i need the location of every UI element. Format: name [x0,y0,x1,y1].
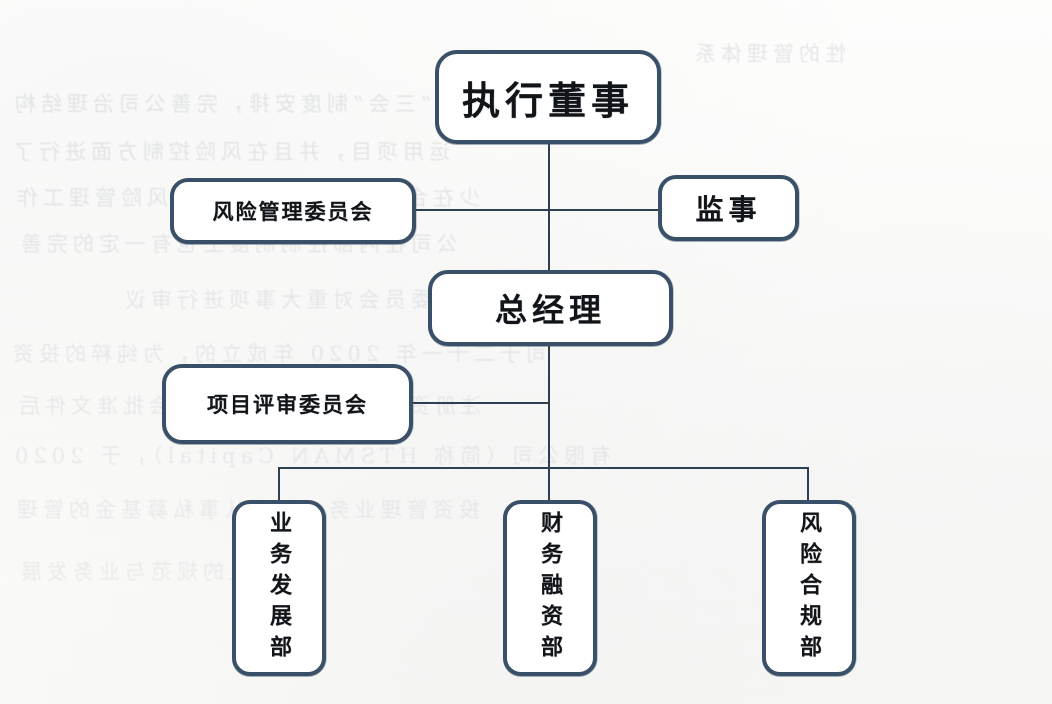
node-supervisor[interactable]: 监事 [658,175,799,241]
node-risk-and-compliance-department[interactable]: 风险合规部 [762,500,856,676]
connector-drop-risk-dept [807,467,809,501]
connector-department-branch-bar [278,467,809,469]
node-label-business-development-department: 业务发展部 [266,510,292,666]
connector-risk-committee-to-spine [416,209,549,211]
connector-exec-director-to-general-manager [548,144,550,271]
node-risk-management-committee[interactable]: 风险管理委员会 [170,178,416,244]
node-label-executive-director: 执行董事 [461,77,634,123]
node-executive-director[interactable]: 执行董事 [435,50,661,144]
node-general-manager[interactable]: 总经理 [428,270,673,346]
node-label-risk-management-committee: 风险管理委员会 [212,199,374,224]
node-label-risk-and-compliance-department: 风险合规部 [796,510,822,666]
connector-drop-business-dept [278,467,280,501]
node-finance-and-financing-department[interactable]: 财务融资部 [503,500,597,676]
node-business-development-department[interactable]: 业务发展部 [232,500,326,676]
connector-project-committee-to-spine [413,402,549,404]
node-label-finance-and-financing-department: 财务融资部 [537,510,563,666]
node-label-supervisor: 监事 [695,193,762,226]
connector-general-manager-down [548,346,550,468]
connector-drop-finance-dept [548,467,550,501]
node-project-review-committee[interactable]: 项目评审委员会 [162,364,413,444]
node-label-project-review-committee: 项目评审委员会 [207,392,368,417]
connector-spine-to-supervisor [548,209,659,211]
node-label-general-manager: 总经理 [494,291,606,329]
